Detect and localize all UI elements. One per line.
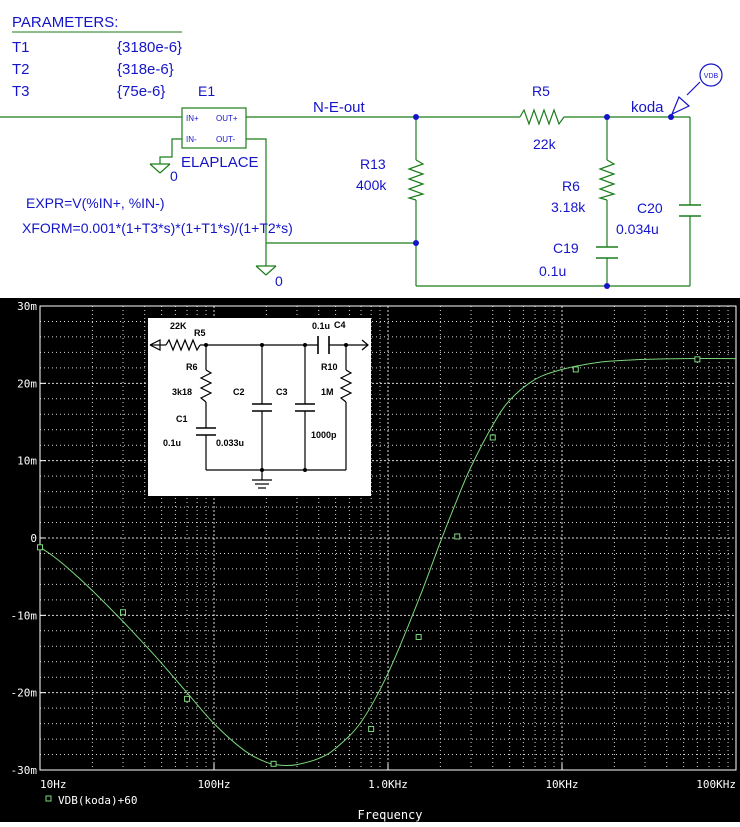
c20-ref: C20: [637, 200, 663, 216]
series-line-vdb-koda: [39, 358, 737, 767]
data-point-marker: [120, 609, 127, 616]
x-tick-label: 100KHz: [696, 778, 736, 791]
e1-xform: XFORM=0.001*(1+T3*s)*(1+T1*s)/(1+T2*s): [22, 220, 293, 236]
e1-ref: E1: [198, 83, 215, 99]
e1-pin-out-minus: OUT-: [216, 135, 235, 144]
inset-r6-ref: R6: [186, 362, 198, 372]
ground-symbol-1: [149, 163, 171, 174]
inset-c1-ref: C1: [176, 414, 188, 424]
r6-ref: R6: [562, 178, 580, 194]
y-tick-label: 20m: [17, 377, 37, 390]
r13-resistor[interactable]: [406, 159, 425, 201]
param-t3-name: T3: [12, 83, 30, 100]
x-tick-label: 100Hz: [197, 778, 230, 791]
data-point-marker: [415, 633, 422, 640]
y-tick-label: 0: [30, 532, 37, 545]
inset-r10-ref: R10: [321, 362, 338, 372]
e1-block[interactable]: [181, 107, 247, 149]
data-point-marker: [694, 356, 701, 363]
inset-c3-ref: C3: [276, 387, 288, 397]
r6-resistor[interactable]: [597, 159, 616, 201]
vdb-probe-label: VDB: [704, 73, 719, 80]
legend-marker: [45, 795, 52, 802]
x-tick-label: 10Hz: [40, 778, 67, 791]
y-tick-label: -30m: [11, 764, 38, 777]
data-point-marker: [454, 533, 461, 540]
param-t2-name: T2: [12, 61, 30, 78]
param-t1-value: {3180e-6}: [117, 39, 182, 56]
schematic-canvas: PARAMETERS: T1 {3180e-6} T2 {318e-6} T3 …: [0, 14, 723, 289]
c19-capacitor[interactable]: [596, 246, 618, 259]
vdb-probe-icon[interactable]: VDB: [670, 63, 723, 116]
e1-pin-in-plus: IN+: [186, 114, 199, 123]
inset-schematic: 22K R5 0.1u C4 R6 3k18 C1 0.1u C2 0.033u…: [148, 318, 371, 496]
c19-value: 0.1u: [539, 263, 566, 279]
inset-c4-value: 0.1u: [312, 321, 330, 331]
ground-label-2: 0: [275, 273, 283, 289]
data-point-marker: [489, 434, 496, 441]
data-point-marker: [270, 760, 277, 767]
inset-r5-ref: R5: [194, 328, 206, 338]
data-point-marker: [37, 544, 43, 551]
e1-type: ELAPLACE: [181, 154, 259, 171]
c19-ref: C19: [553, 240, 579, 256]
e1-pin-out-plus: OUT+: [216, 114, 238, 123]
ground-symbol-2: [255, 265, 277, 276]
inset-c2-value: 0.033u: [216, 438, 244, 448]
x-tick-label: 1.0KHz: [368, 778, 408, 791]
c20-value: 0.034u: [616, 221, 659, 237]
data-point-marker: [572, 366, 579, 373]
data-point-marker: [368, 726, 375, 733]
y-tick-label: -10m: [11, 609, 38, 622]
r5-value: 22k: [533, 136, 557, 152]
c20-capacitor[interactable]: [679, 204, 701, 217]
inset-c2-ref: C2: [233, 387, 245, 397]
e1-pin-in-minus: IN-: [186, 135, 197, 144]
schematic-wires: [0, 116, 691, 287]
r5-ref: R5: [532, 83, 550, 99]
y-tick-label: 10m: [17, 455, 37, 468]
r13-value: 400k: [356, 177, 387, 193]
inset-background: [148, 318, 371, 496]
plot-grid: [40, 306, 736, 770]
param-t3-value: {75e-6}: [117, 83, 165, 100]
r13-ref: R13: [360, 156, 386, 172]
r5-resistor[interactable]: [519, 108, 565, 126]
x-axis-label: Frequency: [357, 808, 422, 822]
param-t2-value: {318e-6}: [117, 61, 174, 78]
inset-c3-value: 1000p: [311, 430, 337, 440]
schematic-panel: PARAMETERS: T1 {3180e-6} T2 {318e-6} T3 …: [0, 0, 740, 298]
legend-series-name: VDB(koda)+60: [58, 794, 137, 807]
net-koda-label: koda: [631, 99, 664, 116]
junction-dots: [413, 114, 674, 289]
inset-c1-value: 0.1u: [163, 438, 181, 448]
inset-r6-value: 3k18: [172, 387, 192, 397]
inset-r5-value: 22K: [170, 321, 187, 331]
series-markers: [37, 356, 701, 767]
inset-r10-value: 1M: [321, 387, 334, 397]
x-tick-label: 10KHz: [545, 778, 578, 791]
data-point-marker: [184, 695, 191, 702]
e1-expr: EXPR=V(%IN+, %IN-): [26, 195, 164, 211]
r6-value: 3.18k: [551, 199, 586, 215]
y-tick-label: 30m: [17, 300, 37, 313]
ground-label-1: 0: [170, 168, 178, 184]
parameters-title: PARAMETERS:: [12, 14, 118, 31]
y-tick-label: -20m: [11, 687, 38, 700]
param-t1-name: T1: [12, 39, 30, 56]
inset-c4-ref: C4: [334, 320, 346, 330]
net-ne-out-label: N-E-out: [313, 99, 366, 116]
